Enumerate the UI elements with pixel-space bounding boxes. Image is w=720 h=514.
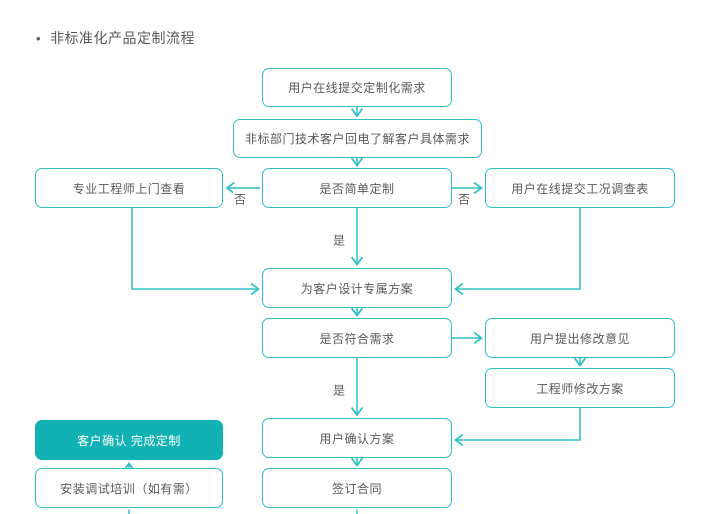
connector-visit-to-design	[131, 208, 260, 296]
edge-label-no-left: 否	[232, 190, 248, 208]
flow-node-design-plan: 为客户设计专属方案	[262, 268, 452, 308]
flow-node-confirm-plan: 用户确认方案	[262, 418, 452, 458]
edge-label-yes-upper: 是	[331, 231, 347, 249]
flow-node-submit-request: 用户在线提交定制化需求	[262, 68, 452, 107]
edge-label-no-right: 否	[456, 190, 472, 208]
flow-node-engineer-visit: 专业工程师上门查看	[35, 168, 223, 208]
flow-node-callback: 非标部门技术客户回电了解客户具体需求	[233, 119, 482, 158]
connector-revise-to-confirm	[454, 408, 581, 447]
flow-node-survey-form: 用户在线提交工况调查表	[485, 168, 675, 208]
page-title-text: 非标准化产品定制流程	[50, 30, 196, 46]
flow-node-meets-needs: 是否符合需求	[262, 318, 452, 358]
flow-node-simple-decision: 是否简单定制	[262, 168, 452, 208]
page-title: • 非标准化产品定制流程	[36, 28, 195, 48]
flow-node-complete: 客户确认 完成定制	[35, 420, 223, 460]
edge-label-yes-lower: 是	[331, 381, 347, 399]
bullet-icon: •	[36, 30, 42, 46]
flow-node-install-training: 安装调试培训（如有需）	[35, 468, 223, 508]
flow-node-revise-plan: 工程师修改方案	[485, 368, 675, 408]
connector-survey-to-design	[454, 208, 581, 296]
flow-node-feedback: 用户提出修改意见	[485, 318, 675, 358]
flow-node-sign-contract: 签订合同	[262, 468, 452, 508]
